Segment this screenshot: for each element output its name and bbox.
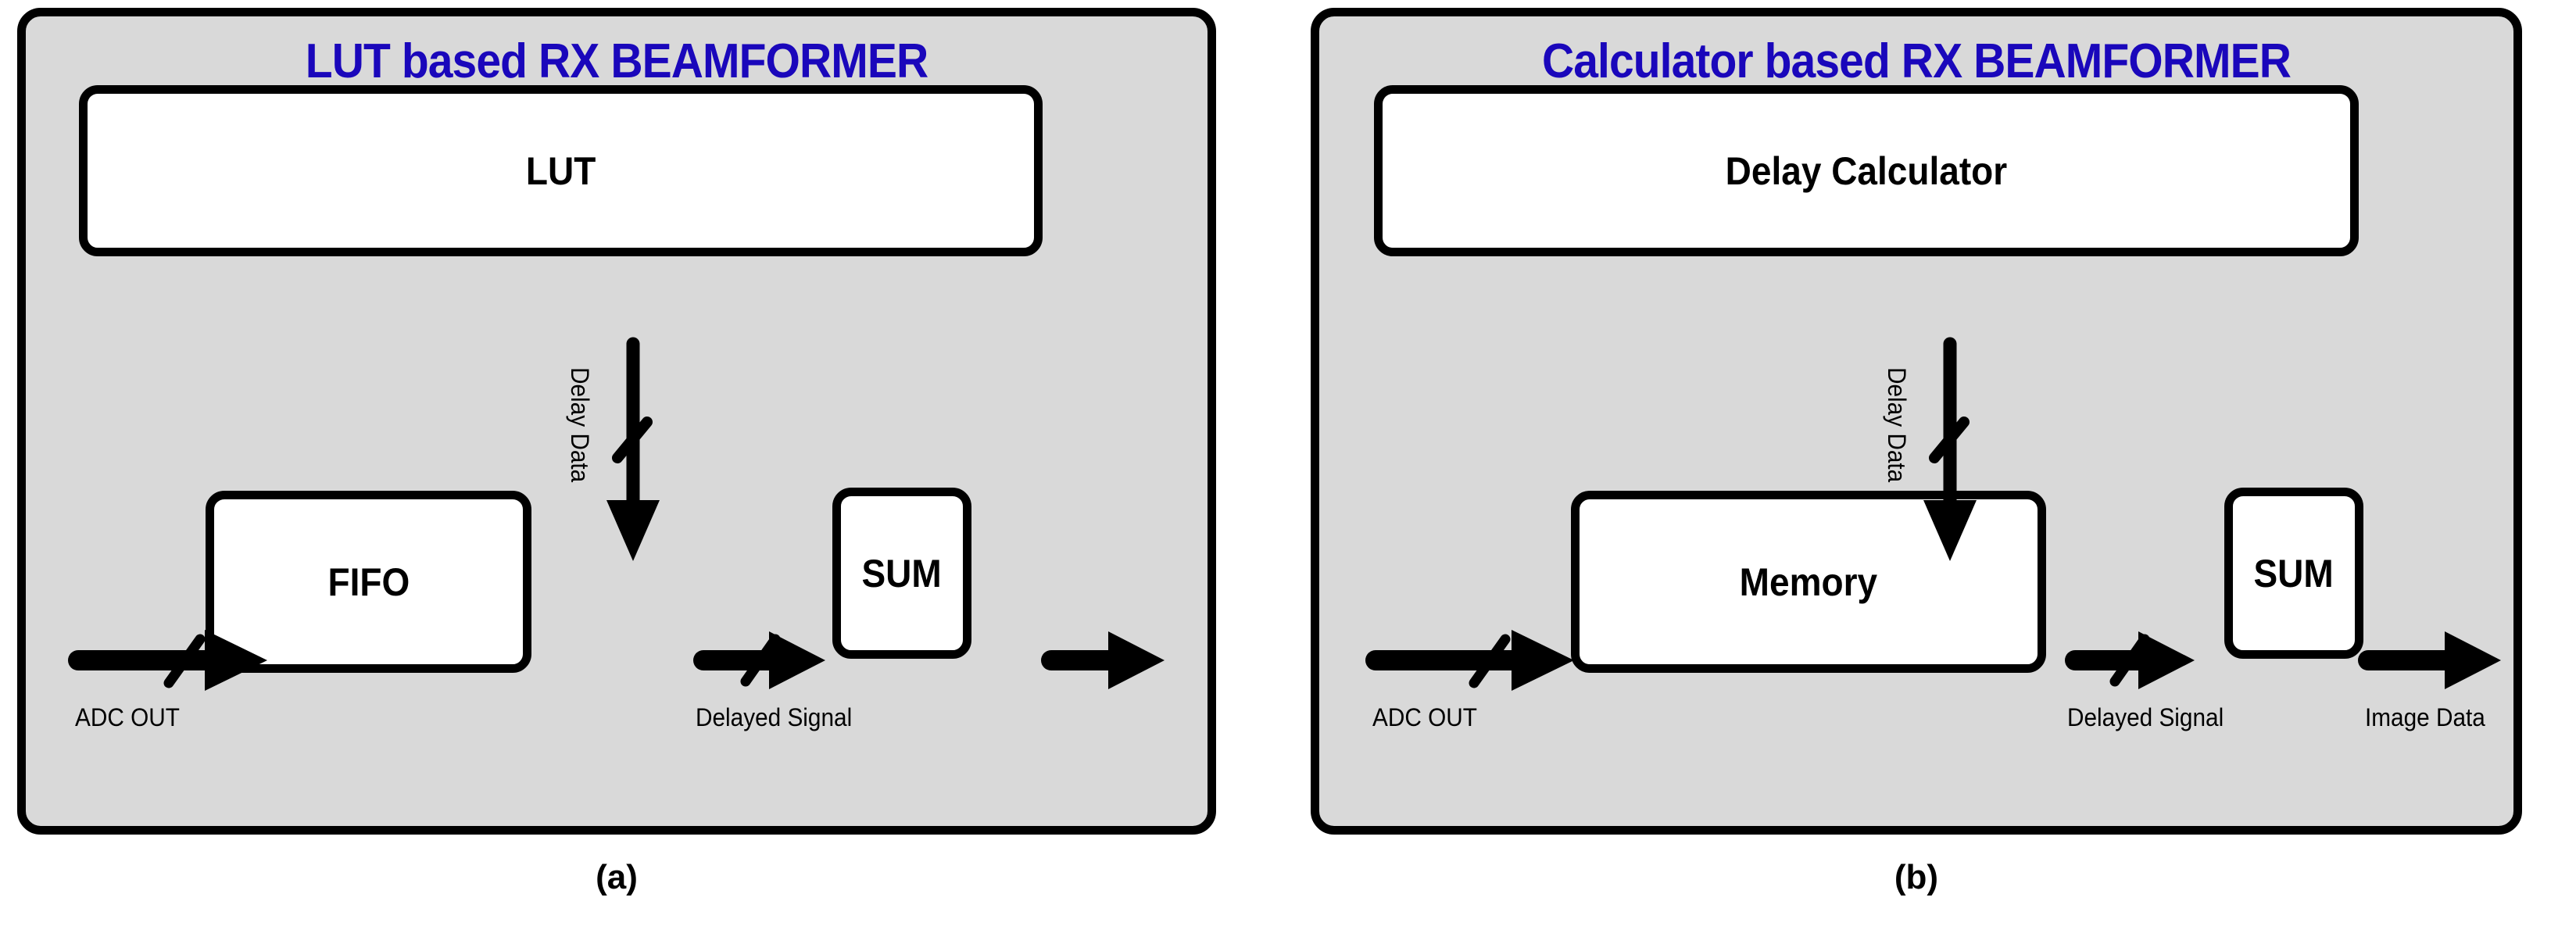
block-lut: LUT <box>79 85 1043 256</box>
block-lut-label: LUT <box>525 148 596 193</box>
block-memory: Memory <box>1571 491 2046 673</box>
label-image-data-b: Image Data <box>2365 703 2485 731</box>
block-delay-calculator: Delay Calculator <box>1374 85 2359 256</box>
caption-a: (a) <box>596 858 638 896</box>
panel-a-title: LUT based RX BEAMFORMER <box>305 34 928 88</box>
panel-b-title: Calculator based RX BEAMFORMER <box>1541 34 2292 88</box>
panel-calculator-based-rx-beamformer: Calculator based RX BEAMFORMER Delay Cal… <box>1311 8 2522 835</box>
block-sum-a: SUM <box>832 488 971 659</box>
block-sum-b-label: SUM <box>2253 551 2334 595</box>
block-fifo: FIFO <box>206 491 531 673</box>
block-sum-b: SUM <box>2224 488 2363 659</box>
label-delayed-signal-a: Delayed Signal <box>696 703 853 731</box>
block-memory-label: Memory <box>1739 560 1878 604</box>
block-fifo-label: FIFO <box>327 560 410 604</box>
block-delay-calculator-label: Delay Calculator <box>1725 148 2008 193</box>
block-sum-a-label: SUM <box>861 551 943 595</box>
panel-lut-based-rx-beamformer: LUT based RX BEAMFORMER LUT FIFO SUM <box>17 8 1216 835</box>
label-adc-out-b: ADC OUT <box>1372 703 1477 731</box>
label-delay-data-a: Delay Data <box>566 367 594 483</box>
label-delay-data-b: Delay Data <box>1883 367 1911 483</box>
caption-b: (b) <box>1894 858 1939 896</box>
label-delayed-signal-b: Delayed Signal <box>2067 703 2224 731</box>
label-adc-out-a: ADC OUT <box>75 703 180 731</box>
